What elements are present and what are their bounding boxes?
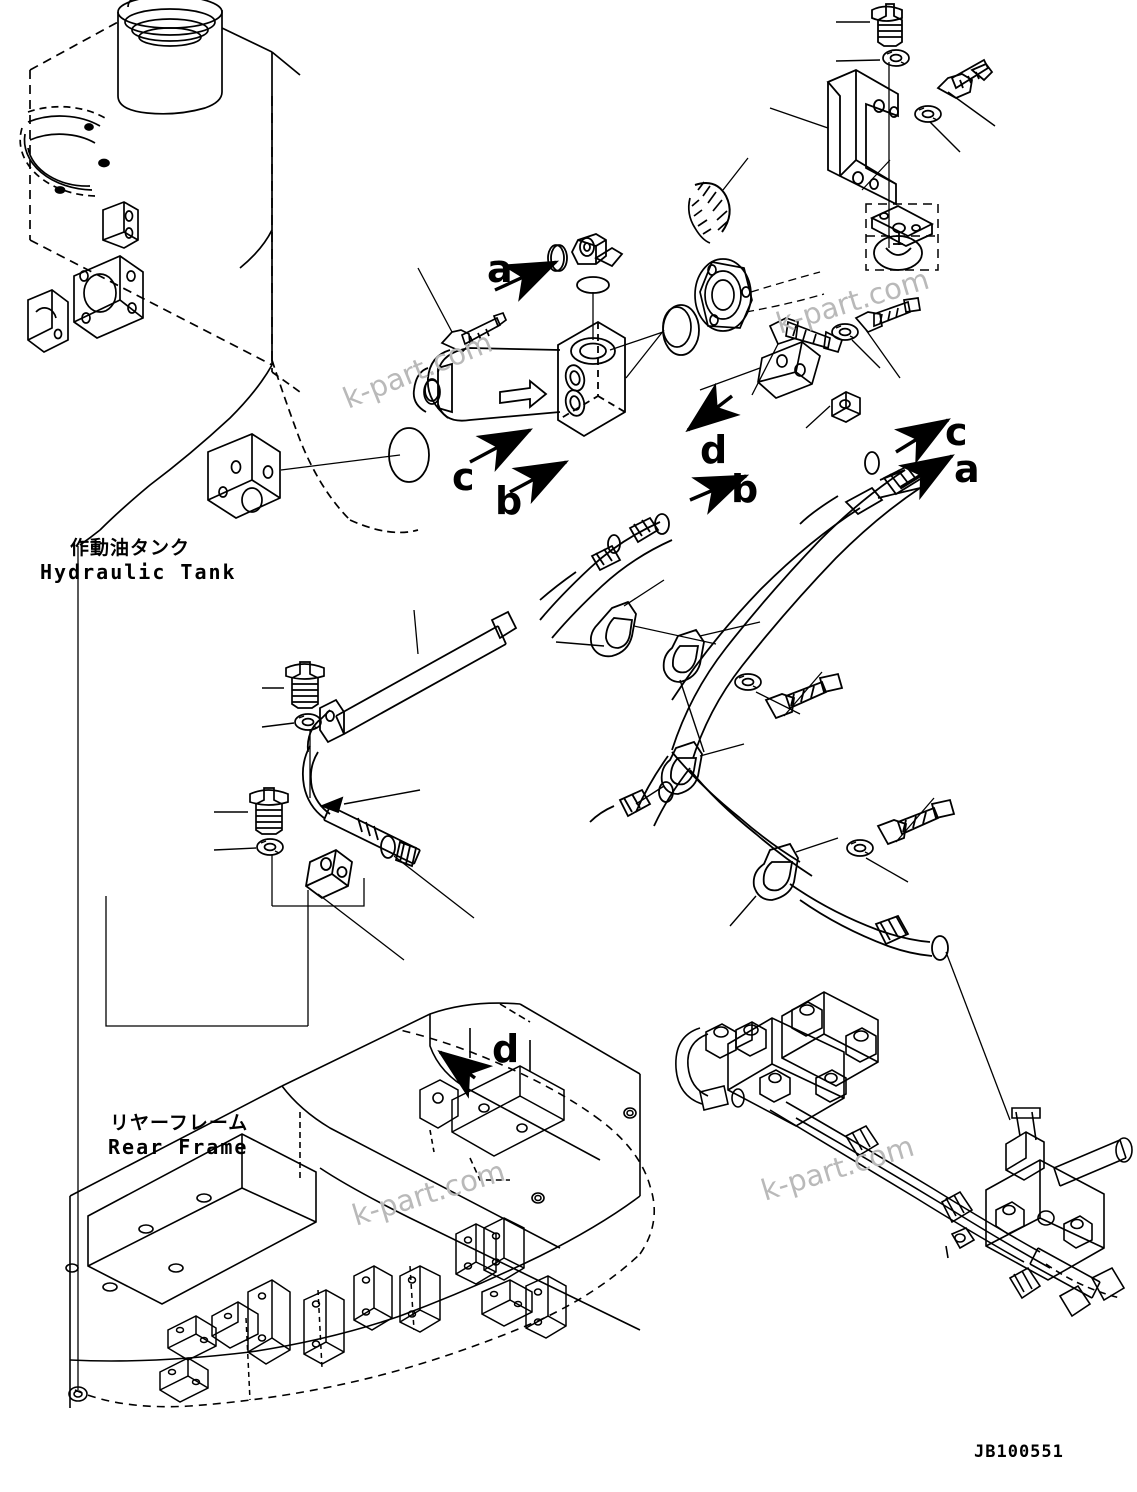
arrow-a-2: [897, 454, 955, 501]
arrow-d-2: [437, 1049, 494, 1099]
arrow-d-1: [685, 382, 741, 433]
arrow-a-1: [494, 260, 560, 302]
arrow-b-1: [509, 460, 569, 505]
arrow-c-1: [469, 428, 533, 472]
arrow-b-2: [689, 474, 750, 515]
arrow-c-2: [893, 418, 951, 465]
